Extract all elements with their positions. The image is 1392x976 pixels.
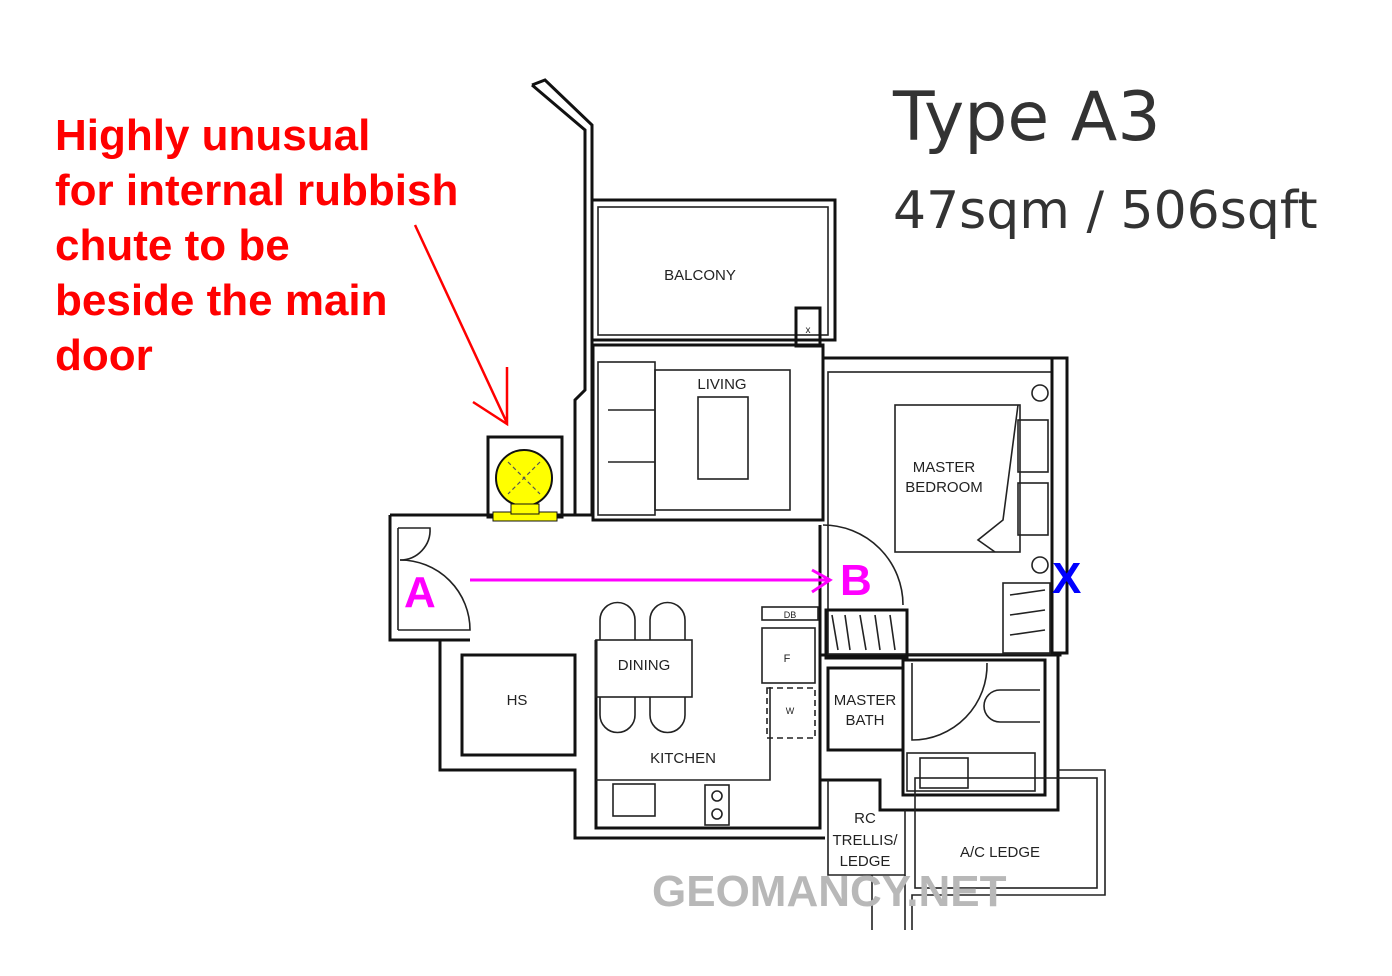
marker-a: A xyxy=(404,568,436,617)
annotation-line-4: beside the main xyxy=(55,276,388,325)
wardrobe xyxy=(824,608,909,660)
annotation-arrow xyxy=(413,224,509,427)
marker-b: B xyxy=(840,556,872,605)
master-bath-label-2: BATH xyxy=(846,712,885,729)
svg-text:F: F xyxy=(784,653,791,665)
dining-table xyxy=(595,639,693,698)
ac-ledge-label: A/C LEDGE xyxy=(960,844,1040,861)
hob xyxy=(704,784,730,826)
annotation-line-5: door xyxy=(55,331,153,380)
watermark: GEOMANCY.NET xyxy=(652,867,1007,916)
ledge-label: LEDGE xyxy=(840,853,891,870)
unit-area: 47sqm / 506sqft xyxy=(893,181,1318,241)
balcony-wall xyxy=(531,83,587,515)
dining-label: DINING xyxy=(618,657,671,674)
master-bath-label-1: MASTER xyxy=(834,692,897,709)
svg-text:W: W xyxy=(786,706,795,716)
fridge xyxy=(761,627,816,684)
coffee-table xyxy=(697,396,749,480)
kitchen-label: KITCHEN xyxy=(650,750,716,767)
kitchen-db xyxy=(761,606,819,621)
svg-text:DB: DB xyxy=(784,610,797,620)
annotation-line-1: Highly unusual xyxy=(55,111,370,160)
bed xyxy=(894,404,1021,553)
hs-label: HS xyxy=(507,692,528,709)
rc-label: RC xyxy=(854,810,876,827)
bedroom-wardrobe xyxy=(1002,582,1051,654)
master-bath xyxy=(826,666,905,752)
ac-ledge xyxy=(914,777,1098,889)
washer xyxy=(766,687,816,739)
annotation-line-3: chute to be xyxy=(55,221,290,270)
marker-x: X xyxy=(1052,554,1081,603)
trellis-label: TRELLIS/ xyxy=(832,832,898,849)
living-label: LIVING xyxy=(697,376,746,393)
svg-text:x: x xyxy=(806,325,811,336)
bathtub xyxy=(906,752,1036,792)
living-room xyxy=(591,343,825,522)
household-shelter xyxy=(460,653,577,757)
sink xyxy=(612,783,656,817)
master-bedroom-label-1: MASTER xyxy=(913,459,976,476)
main-door-swing xyxy=(398,559,471,631)
master-bedroom-label-2: BEDROOM xyxy=(905,479,983,496)
balcony xyxy=(590,198,837,342)
annotation-line-2: for internal rubbish xyxy=(55,166,458,215)
unit-type-title: Type A3 xyxy=(892,78,1161,157)
sofa xyxy=(597,361,656,516)
bedroom-door-swing xyxy=(822,524,904,606)
balcony-label: BALCONY xyxy=(664,267,736,284)
